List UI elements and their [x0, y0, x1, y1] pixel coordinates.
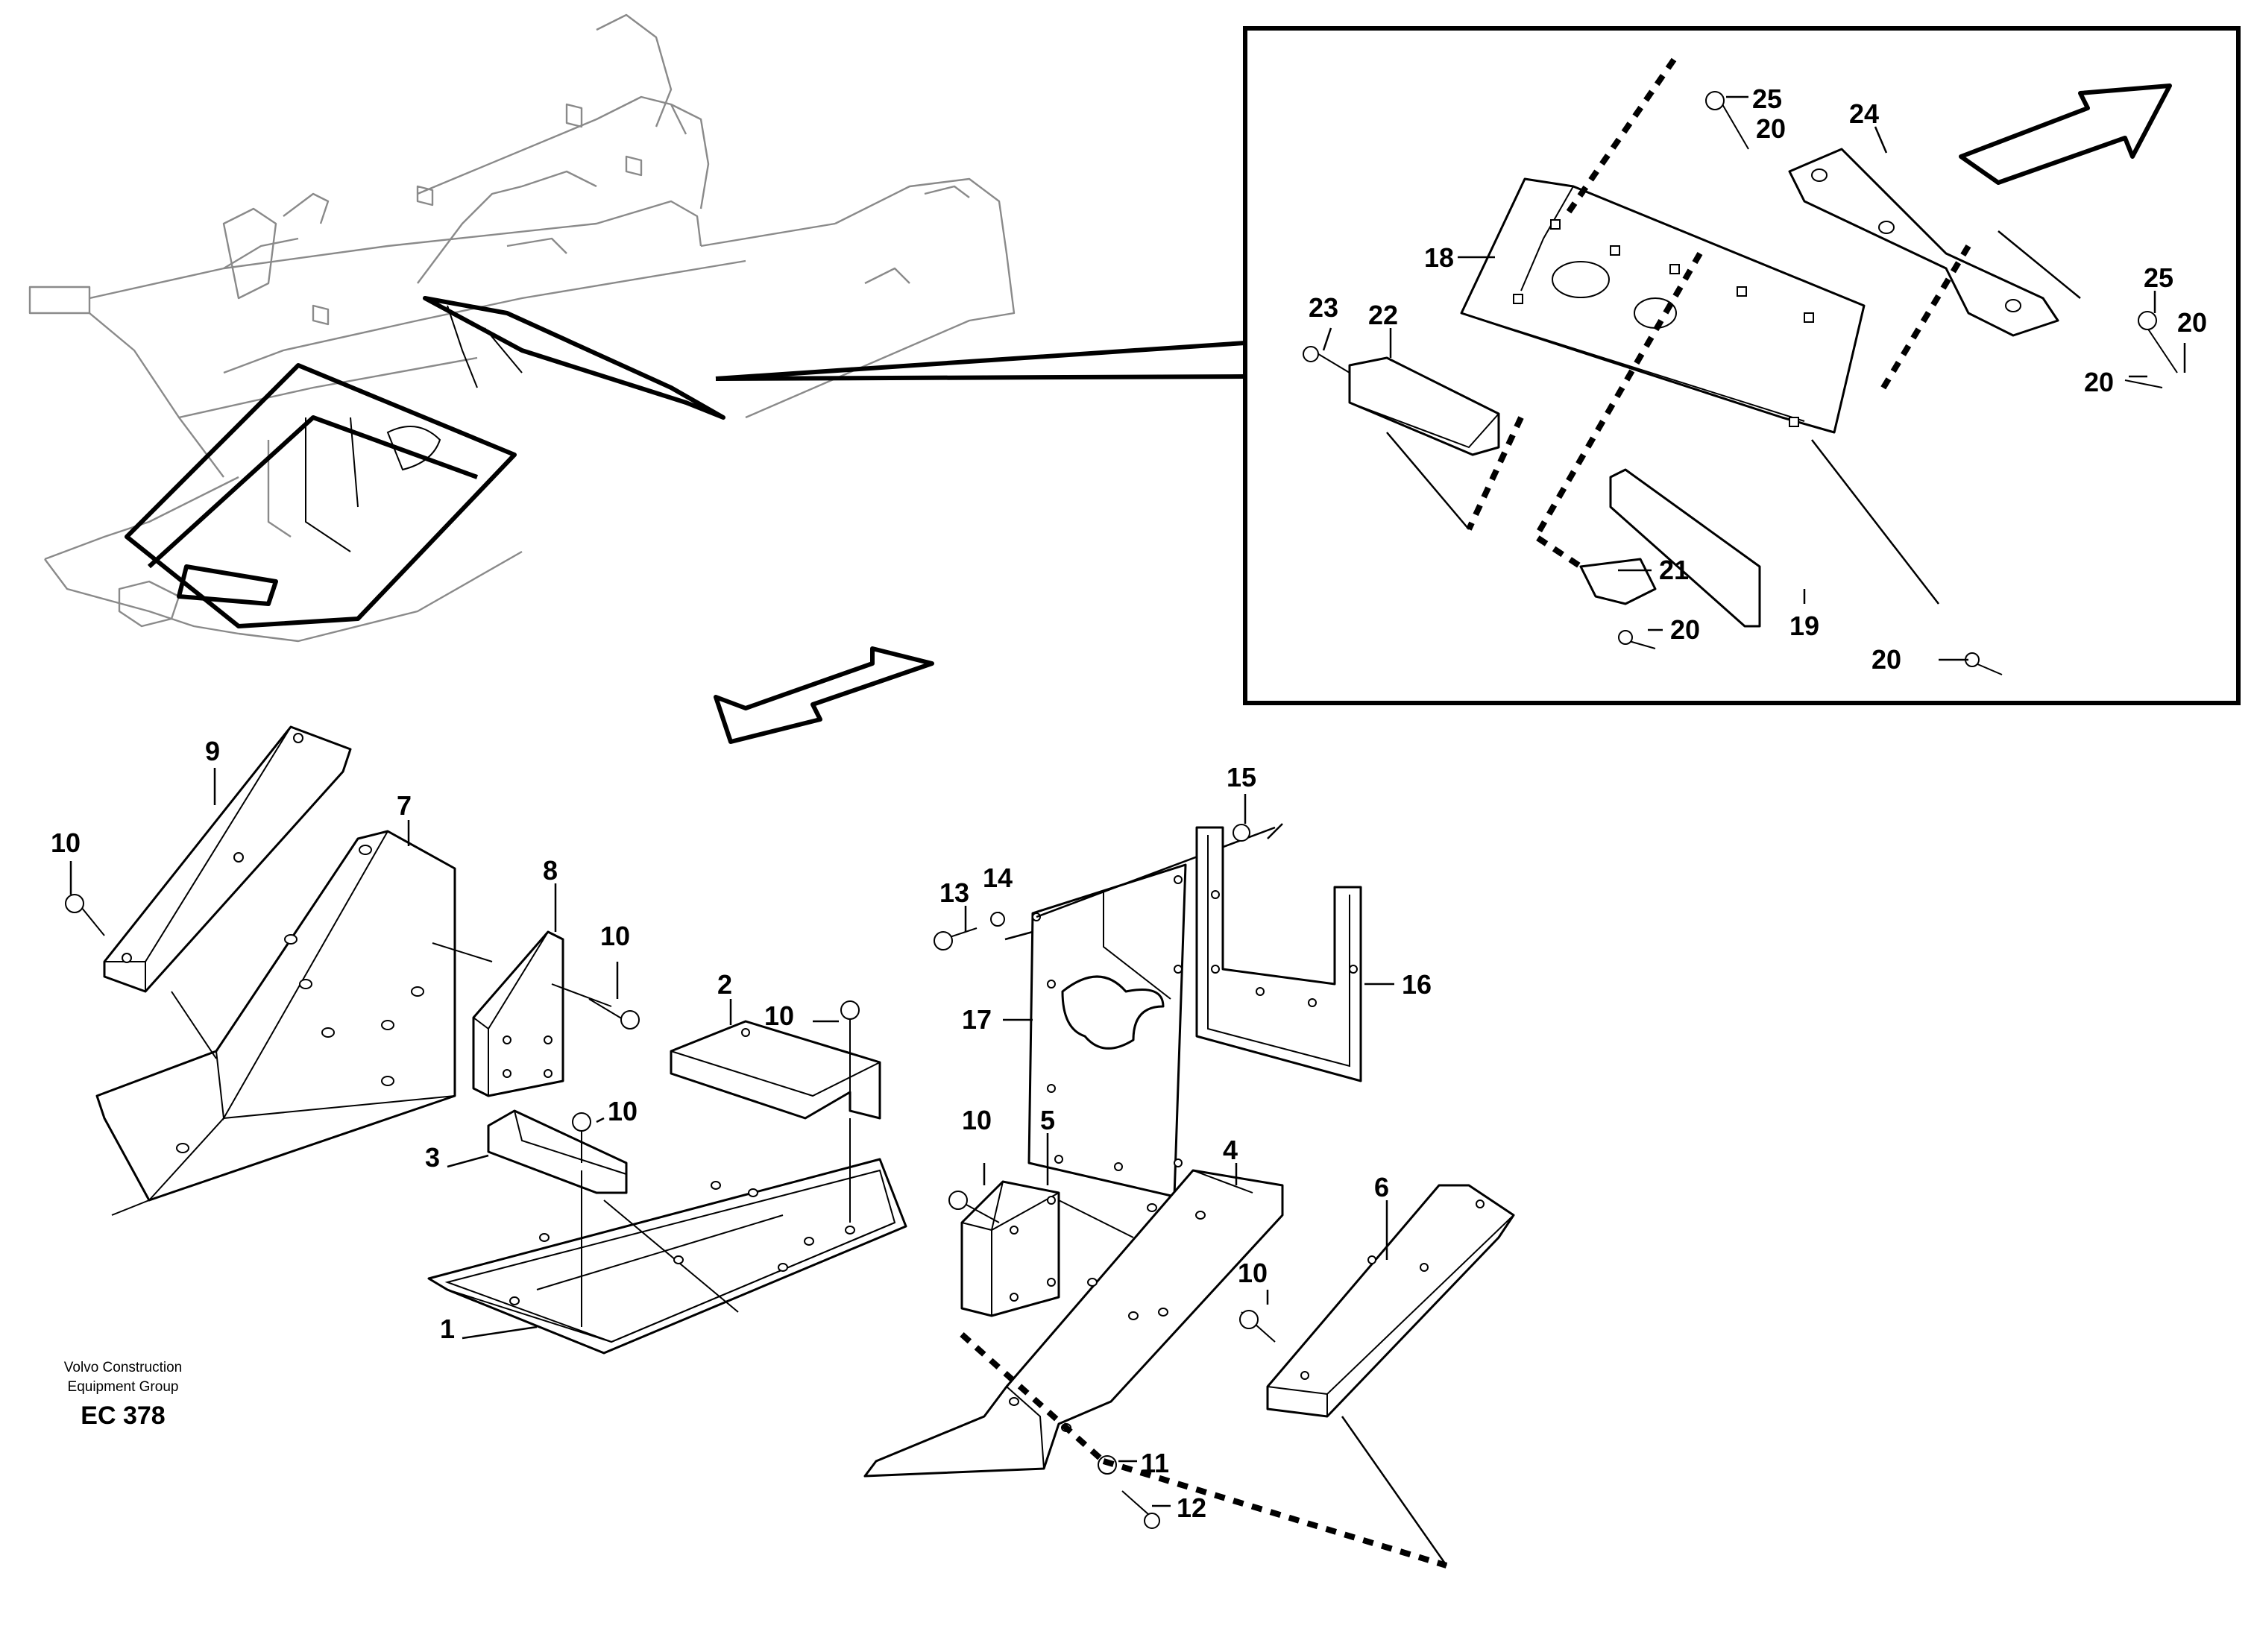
callout-10b: 10: [600, 921, 630, 951]
callout-13: 13: [939, 877, 969, 908]
callout-8: 8: [543, 855, 558, 886]
bolt-icon: [65, 824, 1276, 1529]
callout-21: 21: [1659, 555, 1689, 585]
drawing-code: EC 378: [81, 1402, 165, 1430]
callout-17: 17: [962, 1004, 992, 1035]
callout-23: 23: [1309, 292, 1338, 323]
callout-20d: 20: [1670, 614, 1700, 645]
part-16-frame: [1195, 826, 1362, 1082]
callout-leaders: [69, 95, 2186, 1507]
callout-10d: 10: [608, 1096, 638, 1126]
callout-7: 7: [397, 790, 412, 821]
callout-19: 19: [1789, 611, 1819, 641]
callout-25b: 25: [2144, 262, 2173, 293]
direction-arrow-icon: [1959, 83, 2172, 185]
callout-20c: 20: [2084, 367, 2114, 397]
callout-10e: 10: [962, 1105, 992, 1135]
direction-arrow-icon: [714, 646, 934, 744]
callout-10c: 10: [764, 1000, 794, 1031]
part-24-bracket: [1788, 148, 2059, 337]
machine-frame-overview: [28, 13, 1246, 643]
callout-22: 22: [1368, 300, 1398, 330]
part-7-panel: [95, 830, 456, 1202]
callout-5: 5: [1040, 1105, 1055, 1135]
callout-14: 14: [983, 863, 1013, 893]
part-4-panel: [863, 1169, 1284, 1478]
bolt-icon: [1618, 91, 2178, 675]
callout-6: 6: [1374, 1172, 1389, 1202]
exploded-view: [65, 646, 1515, 1569]
company-name-line1: Volvo Construction: [64, 1360, 182, 1375]
part-19-strip: [1609, 468, 1761, 628]
callout-1: 1: [440, 1314, 455, 1344]
company-name-line2: Equipment Group: [68, 1379, 179, 1395]
part-1-tray: [427, 1158, 907, 1355]
callout-10a: 10: [51, 827, 81, 858]
callout-20b: 20: [2177, 307, 2207, 338]
callout-15: 15: [1227, 762, 1256, 792]
callout-20e: 20: [1871, 644, 1901, 675]
callout-18: 18: [1424, 242, 1454, 273]
callout-12: 12: [1177, 1492, 1206, 1523]
detail-inset: [1243, 26, 2241, 705]
callout-10f: 10: [1238, 1258, 1268, 1288]
callout-25a: 25: [1752, 83, 1782, 114]
callout-labels: 1 2 3 4 5 6 7 8 9 10 10 10 10 10 10 11 1…: [51, 83, 2207, 1523]
callout-20a: 20: [1756, 113, 1786, 144]
footer: Volvo Construction Equipment Group EC 37…: [64, 1360, 182, 1430]
callout-4: 4: [1223, 1135, 1238, 1165]
callout-16: 16: [1402, 969, 1432, 1000]
callout-3: 3: [425, 1142, 440, 1173]
callout-2: 2: [717, 969, 732, 1000]
callout-24: 24: [1849, 98, 1879, 129]
part-2-bracket: [670, 1020, 881, 1120]
callout-9: 9: [205, 736, 220, 766]
callout-11: 11: [1141, 1448, 1169, 1478]
part-6-cover: [1266, 1184, 1515, 1418]
